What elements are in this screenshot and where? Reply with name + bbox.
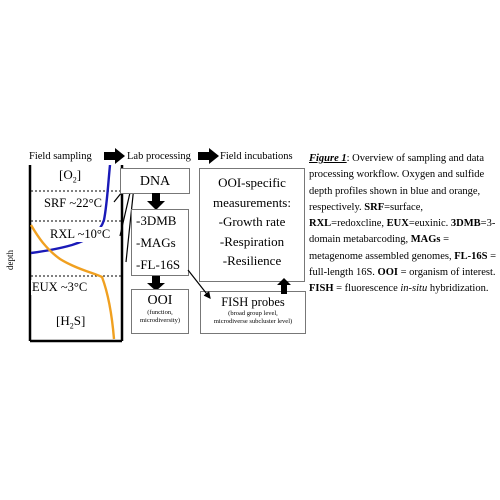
measure-resilience: -Resilience [222, 253, 282, 268]
rxl-label: RXL ~10°C [49, 227, 112, 242]
ooi-title: OOI [147, 293, 173, 308]
ooi-sub2: microdiversity) [139, 317, 181, 324]
arrow-right-icon [104, 148, 125, 164]
method-mags: -MAGs [136, 235, 176, 250]
arrow-up-icon [277, 278, 291, 294]
header-lab-processing: Lab processing [127, 151, 191, 162]
fish-title: FISH probes [221, 295, 285, 309]
method-3dmb: -3DMB [136, 213, 177, 228]
eux-label: EUX ~3°C [31, 280, 89, 295]
h2s-label: [H2S] [55, 313, 87, 331]
header-field-incubations: Field incubations [220, 151, 293, 162]
method-fl16s: -FL-16S [136, 257, 181, 272]
dna-box: DNA [120, 168, 190, 194]
incubation-title2: measurements: [213, 194, 291, 210]
sulfide-profile-line [29, 224, 116, 340]
incubation-box: OOI-specific measurements: -Growth rate … [199, 168, 305, 282]
figure-caption: Figure 1: Overview of sampling and data … [309, 153, 497, 295]
depth-axis-label: depth [5, 250, 15, 270]
fish-sub1: (broad group level, [228, 310, 278, 317]
arrow-right-icon [198, 148, 219, 164]
measure-growth-rate: -Growth rate [218, 214, 286, 229]
header-field-sampling: Field sampling [29, 151, 92, 162]
fish-box: FISH probes (broad group level, microdiv… [200, 291, 306, 334]
methods-box: -3DMB -MAGs -FL-16S [131, 209, 189, 276]
o2-label: [O2] [58, 167, 83, 185]
incubation-title1: OOI-specific [218, 175, 286, 190]
arrow-down-icon [147, 193, 165, 210]
figure-label: Figure 1 [309, 153, 347, 164]
ooi-sub1: (function, [147, 309, 173, 316]
measure-respiration: -Respiration [219, 233, 285, 249]
fish-sub2: microdiverse subcluster level) [213, 318, 293, 325]
arrow-down-icon [147, 276, 165, 291]
methods-to-fish-arrow [187, 269, 211, 299]
srf-label: SRF ~22°C [43, 196, 103, 211]
ooi-box: OOI (function, microdiversity) [131, 289, 189, 334]
